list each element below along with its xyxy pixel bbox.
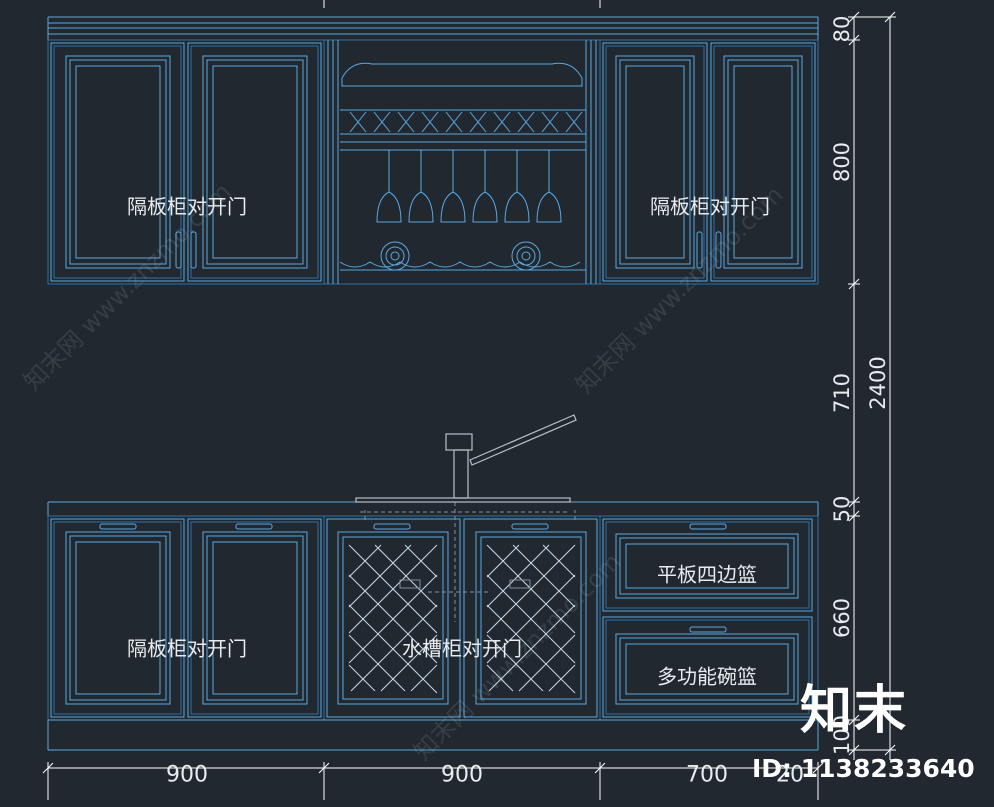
height-dim-50: 50	[830, 495, 854, 523]
countertop	[47, 501, 819, 517]
height-dim-660: 660	[830, 597, 854, 639]
lower-left-label: 隔板柜对开门	[127, 636, 247, 661]
wine-glass-rack	[323, 39, 601, 285]
drawer-top-label: 平板四边篮	[657, 562, 757, 587]
width-dim-4: 20	[776, 762, 804, 788]
faucet	[355, 414, 577, 503]
width-dim-3: 700	[686, 762, 728, 788]
upper-left-label: 隔板柜对开门	[127, 194, 247, 219]
plinth	[47, 719, 819, 751]
width-dim-2: 900	[441, 762, 483, 788]
upper-right-label: 隔板柜对开门	[650, 194, 770, 219]
upper-right-cabinet	[599, 39, 819, 285]
drawer-bottom-label: 多功能碗篮	[657, 664, 757, 689]
crown-molding	[47, 16, 819, 41]
brand-logo: 知末	[800, 681, 909, 741]
height-dim-80: 80	[830, 15, 854, 43]
sink-label: 水槽柜对开门	[402, 636, 522, 661]
height-dim-800: 800	[830, 141, 854, 183]
dimension-lines	[42, 0, 896, 800]
wine-glasses	[376, 149, 562, 223]
upper-left-cabinet	[47, 39, 325, 285]
height-dim-710: 710	[830, 372, 854, 414]
width-dim-1: 900	[166, 762, 208, 788]
lower-left-cabinet	[47, 515, 325, 721]
sink-cabinet	[323, 502, 601, 721]
total-height-dim: 2400	[866, 356, 890, 410]
image-id: ID: 1138233640	[752, 754, 975, 783]
